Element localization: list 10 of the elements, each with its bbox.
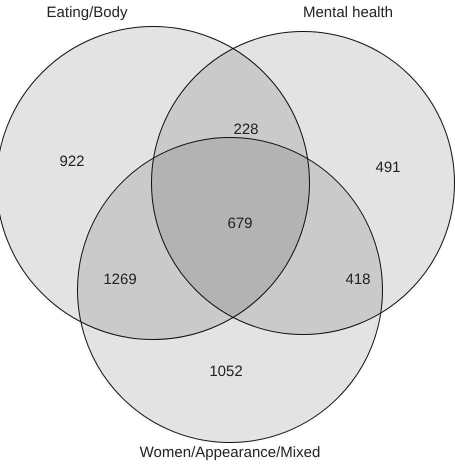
region-count: 679 bbox=[227, 215, 253, 233]
set-label: Women/Appearance/Mixed bbox=[140, 444, 320, 462]
set-label: Eating/Body bbox=[46, 4, 128, 22]
region-count: 922 bbox=[59, 153, 85, 171]
region-count: 1269 bbox=[103, 271, 137, 289]
region-count: 1052 bbox=[209, 363, 243, 381]
set-label: Mental health bbox=[302, 4, 394, 22]
region-count: 418 bbox=[345, 271, 371, 289]
region-count: 228 bbox=[233, 121, 259, 139]
region-count: 491 bbox=[375, 159, 401, 177]
